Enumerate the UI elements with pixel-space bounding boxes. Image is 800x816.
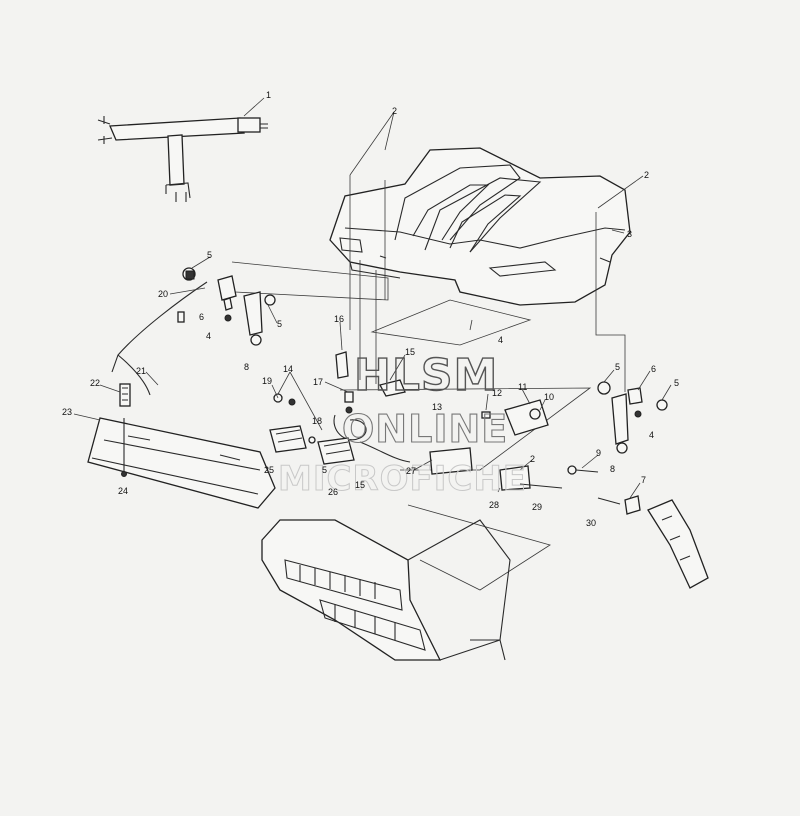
front-grille	[261, 519, 511, 661]
callout-28: 28	[489, 500, 499, 510]
left-latch-assembly	[111, 267, 276, 396]
fender-piece	[597, 495, 709, 589]
callout-5: 5	[674, 378, 679, 388]
callout-4: 4	[206, 331, 211, 341]
callout-26: 26	[328, 487, 338, 497]
callout-23: 23	[62, 407, 72, 417]
callout-16: 16	[334, 314, 344, 324]
callout-19: 19	[262, 376, 272, 386]
front-skid-panel	[87, 383, 276, 509]
callout-5: 5	[615, 362, 620, 372]
callout-5: 5	[322, 465, 327, 475]
callout-25: 25	[264, 465, 274, 475]
callout-2: 2	[530, 454, 535, 464]
callout-labels: 1 2 2 2 3 4 4 4 5 5 5 5 5 6 6 7 8 8 9 10…	[62, 90, 679, 528]
callout-8: 8	[244, 362, 249, 372]
callout-2: 2	[644, 170, 649, 180]
callout-29: 29	[532, 502, 542, 512]
callout-6: 6	[651, 364, 656, 374]
callout-5: 5	[207, 250, 212, 260]
wire-harness	[97, 116, 268, 202]
callout-7: 7	[641, 475, 646, 485]
watermark-line-3: MICROFICHE	[278, 459, 527, 499]
callout-2: 2	[392, 106, 397, 116]
callout-12: 12	[492, 388, 502, 398]
callout-6: 6	[199, 312, 204, 322]
callout-4: 4	[498, 335, 503, 345]
hood	[329, 147, 631, 306]
watermark-line-2: ONLINE	[342, 407, 508, 451]
callout-5: 5	[277, 319, 282, 329]
callout-14: 14	[283, 364, 293, 374]
watermark-line-1: HLSM	[354, 350, 498, 401]
callout-4: 4	[649, 430, 654, 440]
right-latch-assembly	[597, 381, 668, 454]
watermark: HLSM ONLINE MICROFICHE	[278, 349, 527, 499]
callout-10: 10	[544, 392, 554, 402]
callout-13: 13	[432, 402, 442, 412]
callout-15: 15	[405, 347, 415, 357]
callout-11: 11	[518, 382, 527, 392]
callout-27: 27	[406, 466, 416, 476]
callout-9: 9	[596, 448, 601, 458]
callout-30: 30	[586, 518, 596, 528]
headlight-assembly	[269, 351, 411, 465]
callout-20: 20	[158, 289, 168, 299]
callout-22: 22	[90, 378, 100, 388]
callout-24: 24	[118, 486, 128, 496]
leader-lines	[73, 97, 672, 499]
callout-8: 8	[610, 464, 615, 474]
callout-15: 15	[355, 480, 365, 490]
callout-21: 21	[136, 366, 146, 376]
right-bracket	[429, 399, 599, 491]
callout-3: 3	[627, 229, 632, 239]
callout-18: 18	[312, 416, 322, 426]
callout-1: 1	[266, 90, 271, 100]
callout-17: 17	[313, 377, 323, 387]
